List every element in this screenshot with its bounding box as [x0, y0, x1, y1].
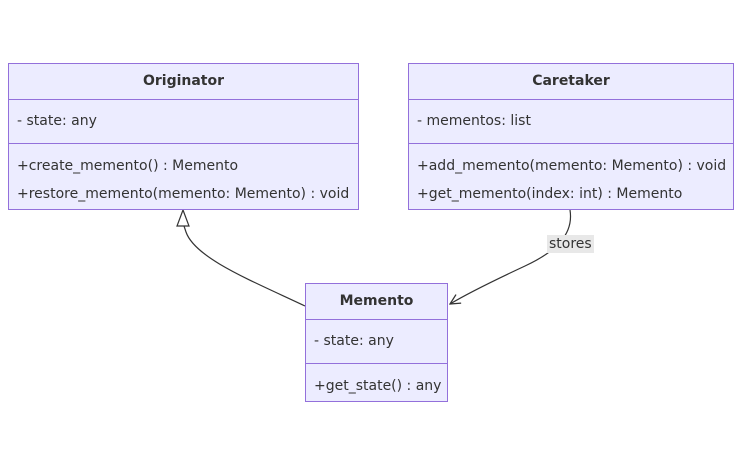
- class-attributes: - mementos: list: [409, 100, 733, 144]
- method: +create_memento() : Memento: [17, 158, 239, 174]
- edge-label-stores: stores: [547, 235, 594, 253]
- attribute: - state: any: [17, 113, 97, 129]
- class-caretaker: Caretaker - mementos: list +add_memento(…: [408, 63, 734, 210]
- method: +get_memento(index: int) : Memento: [417, 186, 683, 202]
- class-name: Caretaker: [409, 64, 733, 100]
- class-memento: Memento - state: any +get_state() : any: [305, 283, 448, 402]
- class-name: Originator: [9, 64, 358, 100]
- method: +restore_memento(memento: Memento) : voi…: [17, 186, 350, 202]
- class-attributes: - state: any: [9, 100, 358, 144]
- class-name: Memento: [306, 284, 447, 320]
- class-originator: Originator - state: any +create_memento(…: [8, 63, 359, 210]
- method: +add_memento(memento: Memento) : void: [417, 158, 727, 174]
- class-methods: +get_state() : any: [306, 364, 447, 400]
- method: +get_state() : any: [314, 378, 442, 394]
- inheritance-arrowhead: [176, 208, 190, 227]
- attribute: - state: any: [314, 333, 394, 349]
- class-methods: +add_memento(memento: Memento) : void +g…: [409, 144, 733, 208]
- edge-memento-originator: [183, 225, 306, 307]
- edge-caretaker-memento: [450, 209, 572, 304]
- class-methods: +create_memento() : Memento +restore_mem…: [9, 144, 358, 208]
- class-attributes: - state: any: [306, 320, 447, 364]
- attribute: - mementos: list: [417, 113, 531, 129]
